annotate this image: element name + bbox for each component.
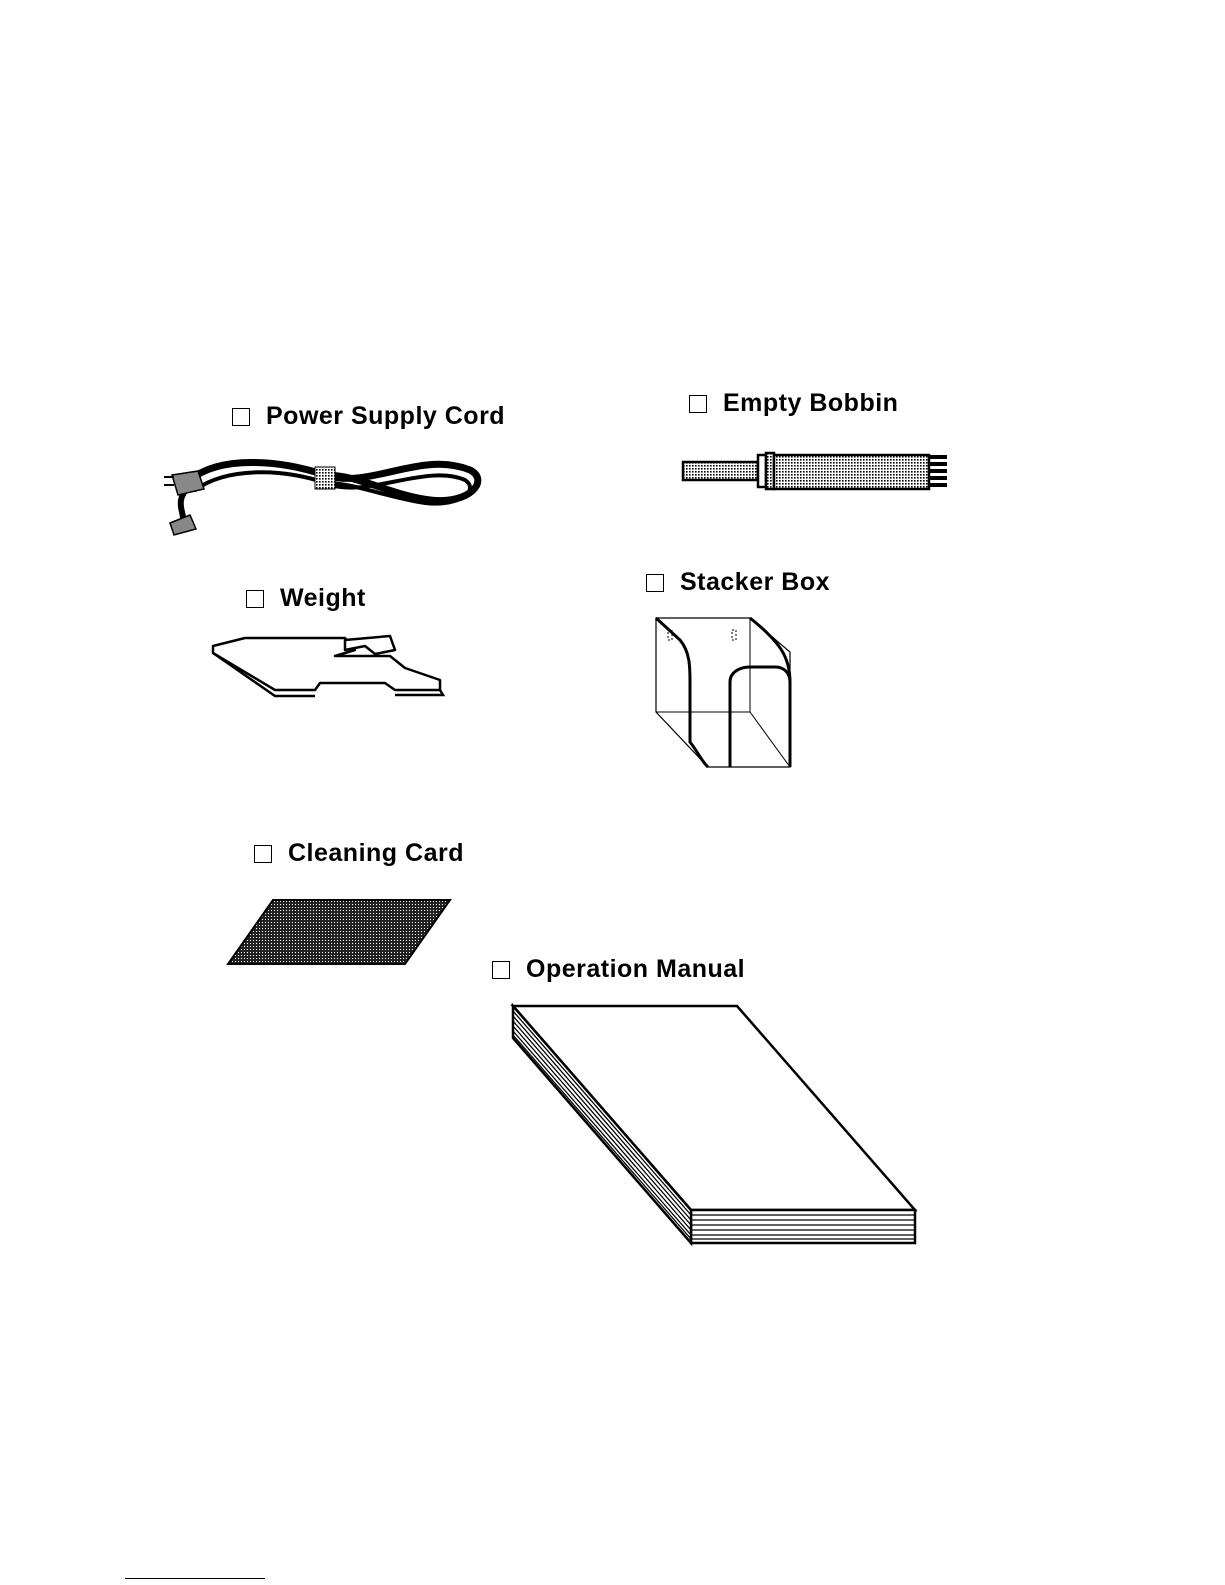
checkbox-icon[interactable]	[232, 408, 250, 426]
item-label: Power Supply Cord	[266, 402, 505, 431]
item-label: Empty Bobbin	[723, 389, 898, 418]
item-operation-manual: Operation Manual	[492, 955, 745, 984]
item-power-supply-cord: Power Supply Cord	[232, 402, 505, 431]
weight-plate-icon	[205, 628, 450, 703]
checkbox-icon[interactable]	[254, 845, 272, 863]
item-label: Operation Manual	[526, 955, 745, 984]
item-label: Cleaning Card	[288, 839, 464, 868]
item-stacker-box: Stacker Box	[646, 568, 830, 597]
item-label: Weight	[280, 584, 366, 613]
manual-book-icon	[505, 998, 925, 1253]
checkbox-icon[interactable]	[646, 574, 664, 592]
footnote-rule	[125, 1578, 265, 1579]
cleaning-card-icon	[225, 897, 455, 969]
item-label: Stacker Box	[680, 568, 830, 597]
bobbin-icon	[680, 450, 955, 495]
stacker-box-icon	[650, 612, 800, 777]
power-cord-icon	[160, 445, 490, 545]
item-cleaning-card: Cleaning Card	[254, 839, 464, 868]
item-empty-bobbin: Empty Bobbin	[689, 389, 898, 418]
checkbox-icon[interactable]	[246, 590, 264, 608]
item-weight: Weight	[246, 584, 366, 613]
checkbox-icon[interactable]	[689, 395, 707, 413]
checkbox-icon[interactable]	[492, 961, 510, 979]
